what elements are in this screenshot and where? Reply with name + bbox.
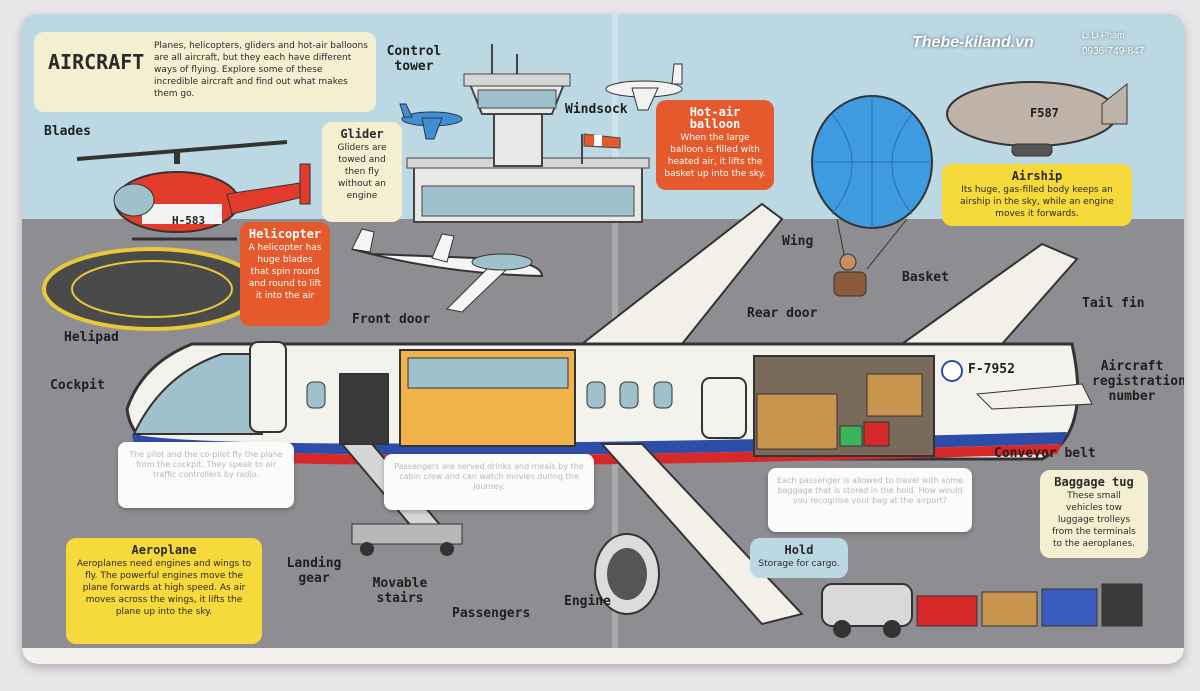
intro-text: Planes, helicopters, gliders and hot-air… (154, 41, 368, 99)
cabin-flap[interactable]: Passengers are served drinks and meals b… (384, 454, 594, 510)
label-control-tower: Control tower (386, 44, 442, 74)
helicopter-note: Helicopter A helicopter has huge blades … (240, 222, 330, 326)
airship-drawing (946, 81, 1128, 157)
label-helipad: Helipad (64, 330, 119, 345)
label-tail-fin: Tail fin (1082, 296, 1145, 311)
label-basket: Basket (902, 270, 949, 285)
intro-box: AIRCRAFT Planes, helicopters, gliders an… (34, 32, 376, 112)
cockpit-flap[interactable]: The pilot and the co-pilot fly the plane… (118, 442, 294, 508)
control-tower-drawing (463, 44, 571, 167)
aeroplane-note-text: Aeroplanes need engines and wings to fly… (76, 559, 252, 617)
watermark-name: Li Li Pham (1082, 30, 1125, 40)
hold-note-text: Storage for cargo. (758, 559, 840, 569)
terminal-building (406, 157, 650, 223)
windsock-drawing (581, 133, 621, 164)
glider-note-text: Gliders are towed and then fly without a… (337, 143, 387, 201)
label-blades: Blades (44, 124, 91, 139)
book-spread: AIRCRAFT Planes, helicopters, gliders an… (22, 14, 1184, 664)
scene-illustration (42, 44, 1143, 638)
glider-drawing (351, 228, 544, 313)
label-front-door: Front door (352, 312, 431, 327)
label-landing-gear: Landing gear (286, 556, 342, 586)
cockpit-flap-text: The pilot and the co-pilot fly the plane… (129, 450, 283, 479)
helicopter-drawing (76, 140, 311, 241)
hold-note: Hold Storage for cargo. (750, 538, 848, 578)
cabin-flap-text: Passengers are served drinks and meals b… (394, 462, 584, 491)
airship-note: Airship Its huge, gas-filled body keeps … (942, 164, 1132, 226)
balloon-note-text: When the large balloon is filled with he… (664, 133, 766, 179)
hold-flap-text: Each passenger is allowed to travel with… (777, 476, 963, 505)
balloon-note: Hot-air balloon When the large balloon i… (656, 100, 774, 190)
label-rear-door: Rear door (747, 306, 818, 321)
hold-flap[interactable]: Each passenger is allowed to travel with… (768, 468, 972, 532)
page-title: AIRCRAFT (48, 50, 145, 74)
baggage-tug-note-title: Baggage tug (1054, 475, 1134, 489)
label-passengers: Passengers (452, 606, 531, 621)
helicopter-note-text: A helicopter has huge blades that spin r… (248, 243, 322, 301)
baggage-tug-note-text: These small vehicles tow luggage trolley… (1052, 491, 1136, 549)
label-engine: Engine (564, 594, 611, 609)
small-blue-plane (399, 103, 463, 140)
balloon-note-title: Hot-air balloon (689, 105, 741, 131)
plane-registration-code: F-7952 (968, 362, 1015, 377)
baggage-tug-drawing (821, 583, 1143, 638)
glider-note: Glider Gliders are towed and then fly wi… (322, 122, 402, 222)
glider-note-title: Glider (340, 127, 384, 141)
helicopter-code: H-583 (172, 214, 206, 227)
airship-note-text: Its huge, gas-filled body keeps an airsh… (960, 185, 1114, 219)
small-white-plane (605, 63, 683, 111)
airliner-drawing (125, 202, 1093, 626)
label-registration: Aircraft registration number (1092, 359, 1184, 404)
watermark-phone: 0936-749-847 (1082, 46, 1145, 57)
watermark-site: Thebe-kiland.vn (912, 34, 1034, 51)
baggage-tug-note: Baggage tug These small vehicles tow lug… (1040, 470, 1148, 558)
label-movable-stairs: Movable stairs (372, 576, 428, 606)
airship-note-title: Airship (1011, 169, 1063, 183)
aeroplane-note: Aeroplane Aeroplanes need engines and wi… (66, 538, 262, 644)
helicopter-note-title: Helicopter (248, 227, 322, 241)
aeroplane-note-title: Aeroplane (131, 543, 197, 557)
airship-code: F587 (1030, 106, 1059, 120)
hot-air-balloon-drawing (811, 95, 933, 297)
label-conveyor-belt: Conveyor belt (994, 446, 1096, 461)
label-wing: Wing (782, 234, 814, 249)
hold-note-title: Hold (784, 543, 814, 557)
label-windsock: Windsock (565, 102, 628, 117)
helipad-drawing (42, 247, 262, 331)
page-bottom-edge (22, 648, 1184, 664)
label-cockpit: Cockpit (50, 378, 105, 393)
